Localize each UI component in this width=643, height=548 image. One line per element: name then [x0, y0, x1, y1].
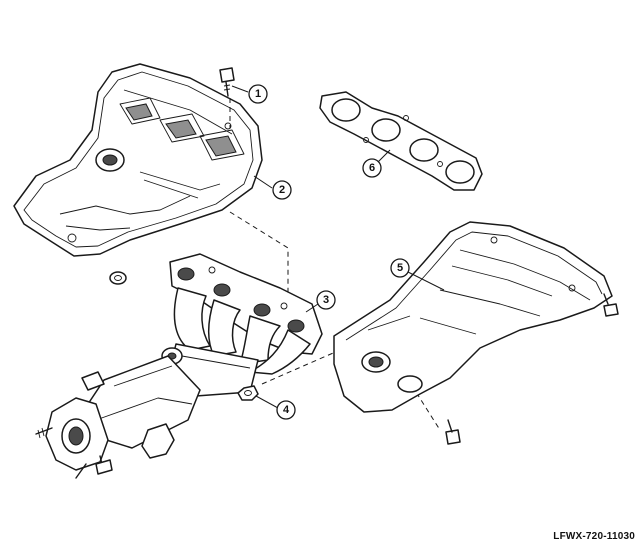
callout-5: 5 — [390, 258, 410, 278]
lower-heat-insulator — [333, 221, 613, 413]
leader-5 — [407, 271, 445, 291]
leader-1 — [231, 85, 249, 93]
callout-2: 2 — [272, 180, 292, 200]
callout-3-label: 3 — [323, 294, 329, 306]
callout-4: 4 — [276, 400, 296, 420]
alignment-line-insulator — [229, 211, 289, 300]
callout-1: 1 — [248, 84, 268, 104]
callout-2-label: 2 — [279, 184, 285, 196]
exhaust-manifold — [35, 253, 323, 479]
callout-6: 6 — [362, 158, 382, 178]
upper-heat-insulator — [13, 63, 263, 257]
exhaust-manifold-gasket — [319, 91, 483, 191]
callout-5-label: 5 — [397, 262, 403, 274]
bolt-lower-insulator-right — [603, 293, 619, 317]
callout-4-label: 4 — [283, 404, 290, 416]
figure-code: LFWX-720-11030 — [553, 531, 635, 542]
nut-upper-insulator — [109, 271, 127, 285]
nut-manifold — [237, 385, 259, 401]
callout-3: 3 — [316, 290, 336, 310]
callout-1-label: 1 — [255, 88, 261, 100]
bolt-lower-insulator-bottom — [445, 419, 461, 445]
leader-3 — [305, 303, 319, 313]
leader-2 — [253, 175, 273, 189]
callout-6-label: 6 — [369, 162, 375, 174]
bolt-upper-insulator — [219, 67, 235, 97]
leader-4 — [255, 395, 279, 409]
